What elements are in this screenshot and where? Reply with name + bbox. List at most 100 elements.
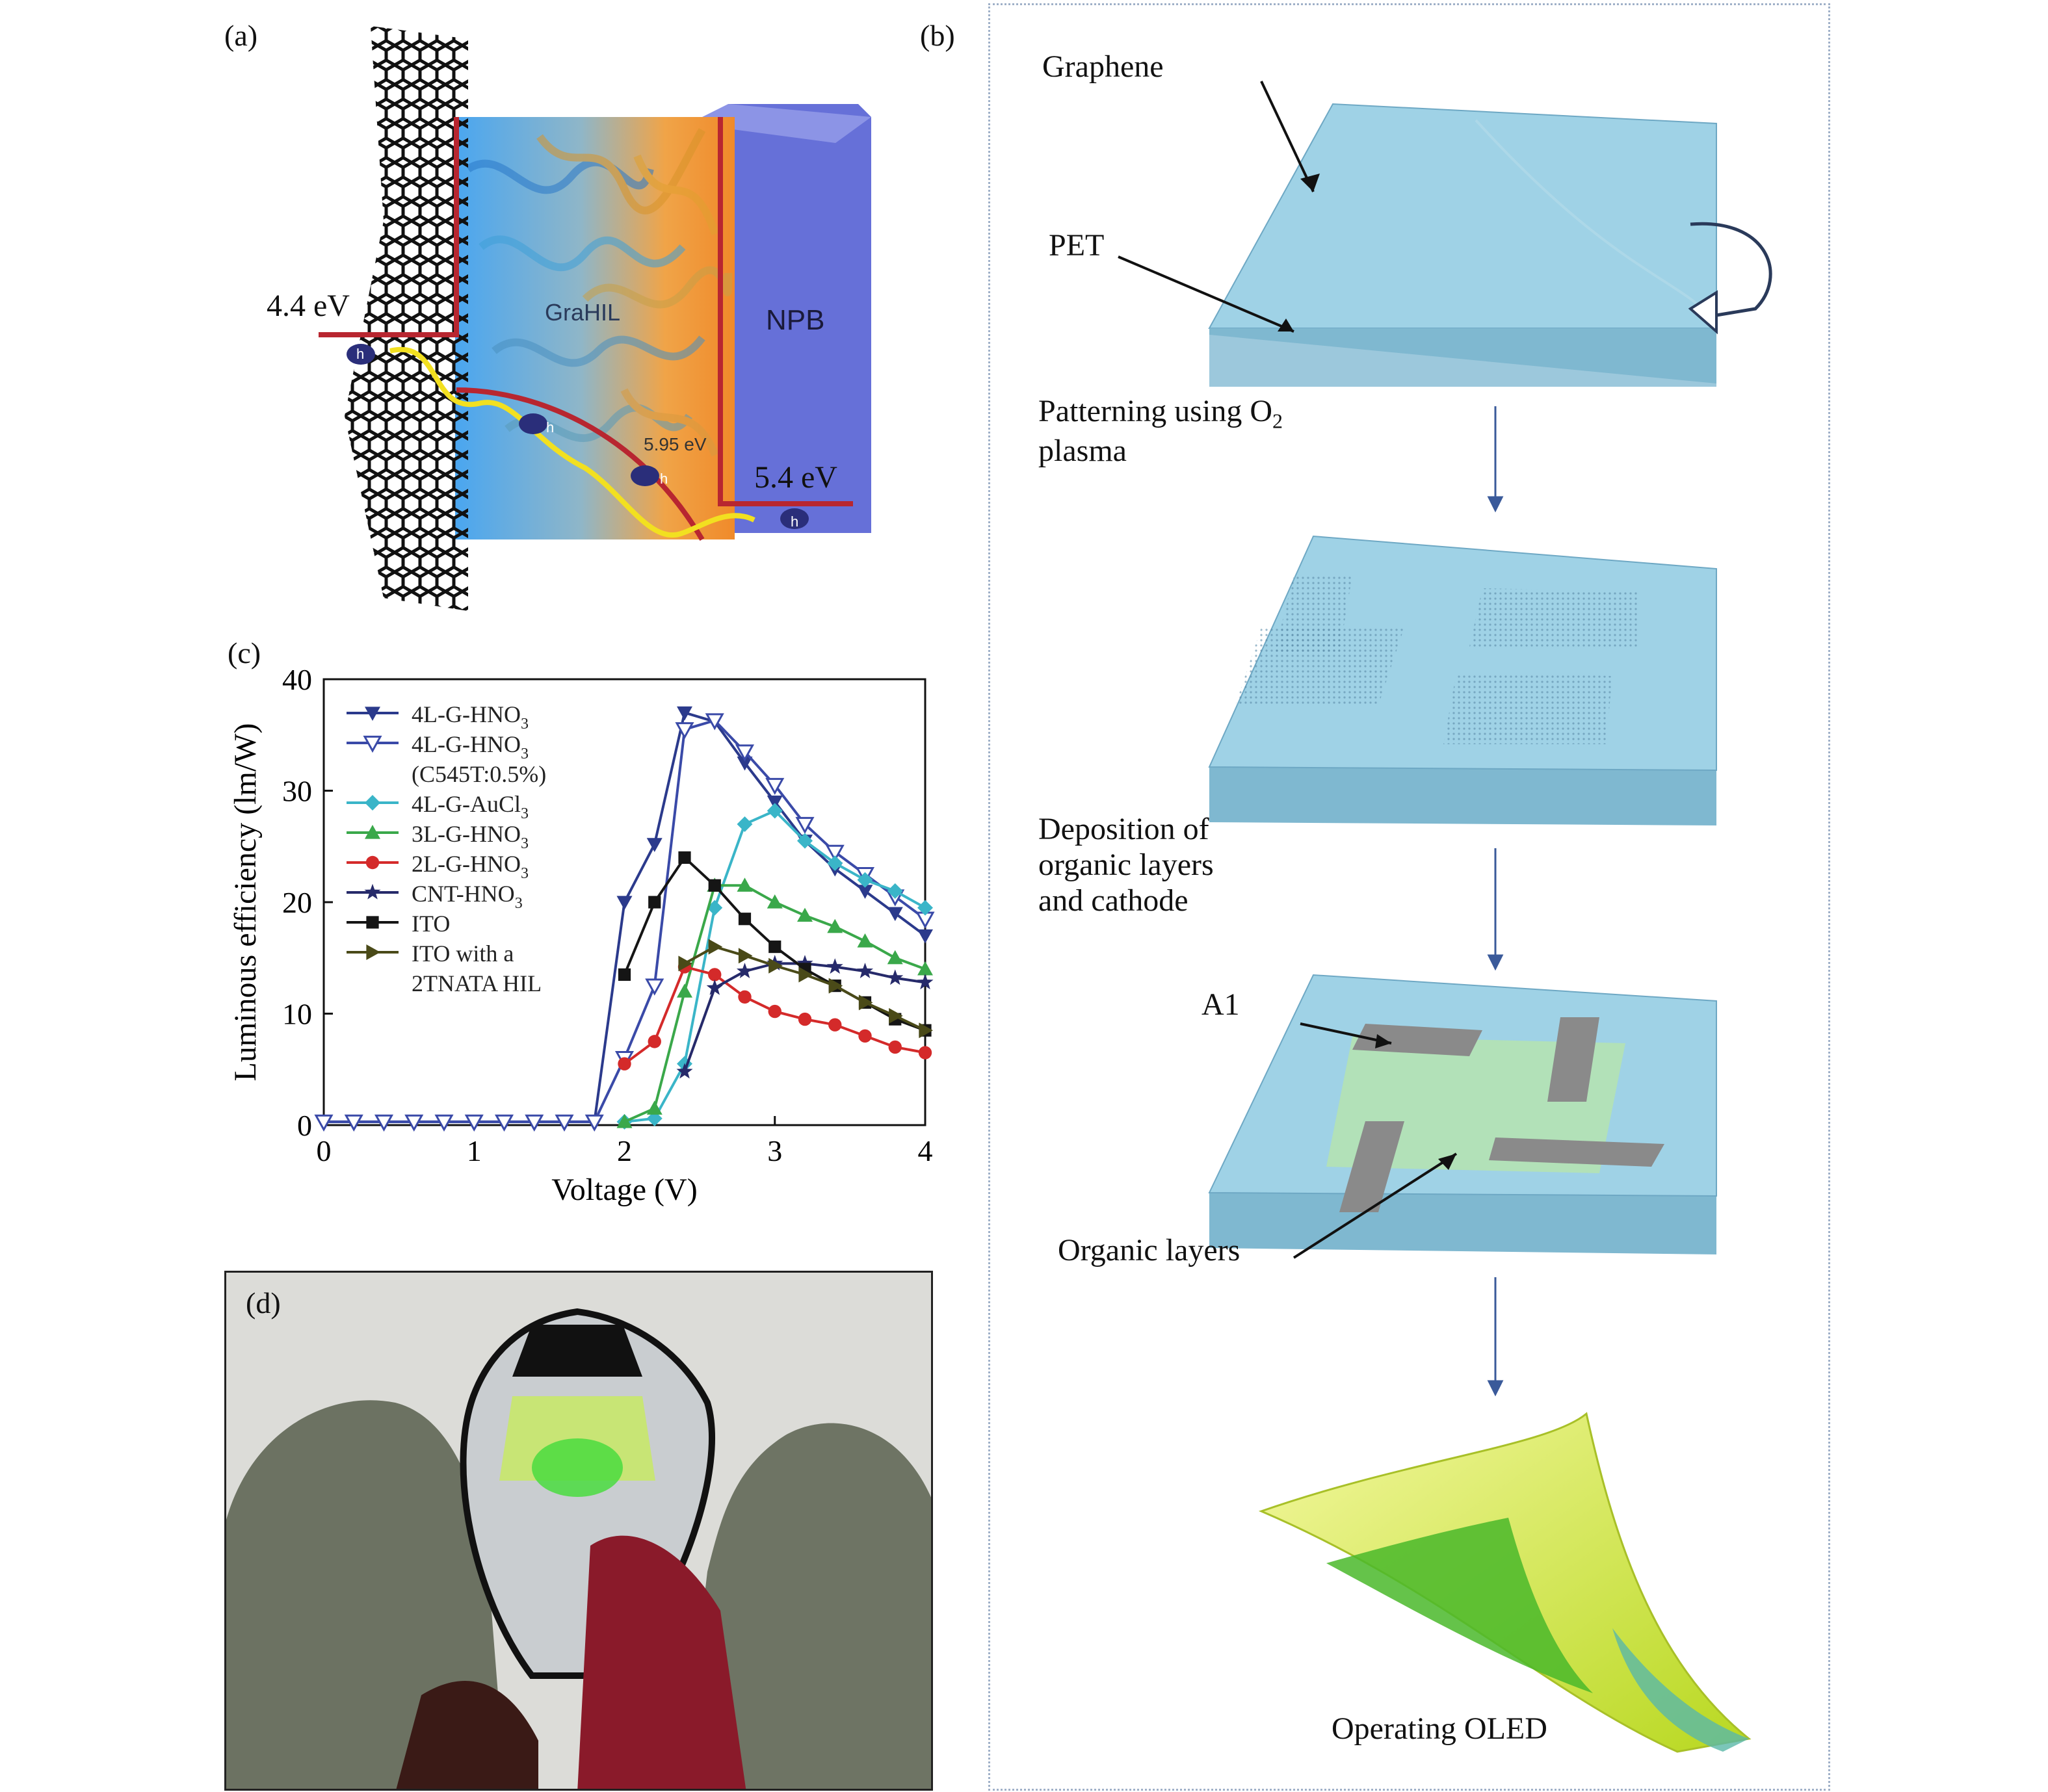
al-pointer [1300,1022,1392,1045]
legend-label: 4L-G-HNO3 [412,731,529,762]
data-point [917,961,933,976]
al-electrode [1547,1017,1599,1102]
bent-oled-sheet [1258,1412,1752,1753]
green-glow [532,1438,623,1497]
data-point [374,1114,394,1132]
data-point [798,1012,812,1026]
x-tick-label: 1 [467,1134,482,1167]
grahil-layer [455,117,735,539]
data-point [857,885,873,899]
al-label: A1 [1201,987,1240,1022]
legend-label: CNT-HNO3 [412,881,523,912]
data-point [918,1046,932,1059]
data-point [618,1057,631,1071]
data-point [364,883,381,900]
data-point [648,896,661,909]
y-tick-label: 20 [282,886,312,919]
legend-label: 2L-G-HNO3 [412,851,529,882]
data-point [736,963,754,979]
x-tick-label: 3 [767,1134,782,1167]
y-tick-label: 30 [282,775,312,808]
deposition-step-label: Deposition of organic layers and cathode [1038,812,1214,918]
data-point [525,1114,544,1132]
process-flow-frame [988,3,1830,1791]
data-point [675,722,694,740]
data-point [494,1114,514,1132]
pet-label: PET [1049,228,1105,263]
flip-arrow-icon [1690,222,1772,317]
legend-label: 2TNATA HIL [412,970,542,996]
data-point [646,1110,663,1126]
data-point [767,803,783,819]
data-point [365,825,380,839]
x-tick-label: 0 [317,1134,332,1167]
patterned-graphene-substrate [1208,535,1717,825]
operating-oled-label: Operating OLED [1332,1711,1547,1746]
data-point [826,958,843,974]
data-point [678,955,692,972]
data-point [768,1004,781,1019]
data-point [768,957,783,974]
grahil-label: GraHIL [545,299,621,326]
y-axis-label: Luminous efficiency (lm/W) [228,723,263,1082]
patterning-step-label: Patterning using O2 plasma [1038,394,1283,469]
data-point [856,963,874,979]
data-point [768,941,781,954]
data-point [857,872,873,888]
y-tick-label: 0 [297,1109,312,1142]
device-photo: (d) [224,1271,933,1791]
npb-block [728,104,871,533]
data-point [917,929,933,944]
x-tick-label: 2 [617,1134,632,1167]
data-point [828,1018,842,1032]
data-point [858,1029,872,1043]
data-point [888,1040,902,1054]
band-bending-curve [456,387,705,541]
data-point [314,1114,334,1132]
data-point [677,706,692,721]
energy-band-diagram [319,26,871,611]
data-point [797,833,813,849]
data-point [858,994,873,1011]
data-point [365,795,380,811]
data-point [798,967,813,983]
data-point [584,1114,604,1132]
legend-label: (C545T:0.5%) [412,761,546,787]
al-electrode [1352,1024,1482,1056]
data-point [735,744,755,762]
graphene-sheet [345,26,468,611]
data-point [434,1114,454,1132]
data-point [648,1035,661,1048]
al-electrode [1489,1137,1664,1167]
data-point [887,950,903,965]
data-point [919,1022,933,1039]
panel-b-label: (b) [920,19,955,52]
data-point [857,933,873,948]
data-point [917,900,933,916]
left-level-line [319,117,459,337]
organic-pointer [1293,1152,1458,1259]
right-level-line [718,117,853,506]
right-glove [681,1423,931,1789]
data-point [365,855,380,870]
legend-label: 3L-G-HNO3 [412,821,529,852]
data-point [738,990,752,1004]
data-point [555,1114,574,1132]
data-point [796,955,813,971]
x-axis-label: Voltage (V) [551,1173,697,1207]
data-point [366,944,380,960]
npb-label: NPB [766,304,825,336]
data-point [646,1100,663,1115]
data-point [404,1114,424,1132]
y-tick-label: 10 [282,998,312,1031]
red-clip [577,1535,746,1789]
data-point [765,777,785,796]
right-energy-level: 5.4 eV [754,460,837,495]
hole-icon [631,465,659,486]
panel-a-label: (a) [224,19,258,52]
data-point [887,883,903,899]
data-point [708,939,723,955]
data-point [678,851,691,864]
data-point [887,969,904,985]
